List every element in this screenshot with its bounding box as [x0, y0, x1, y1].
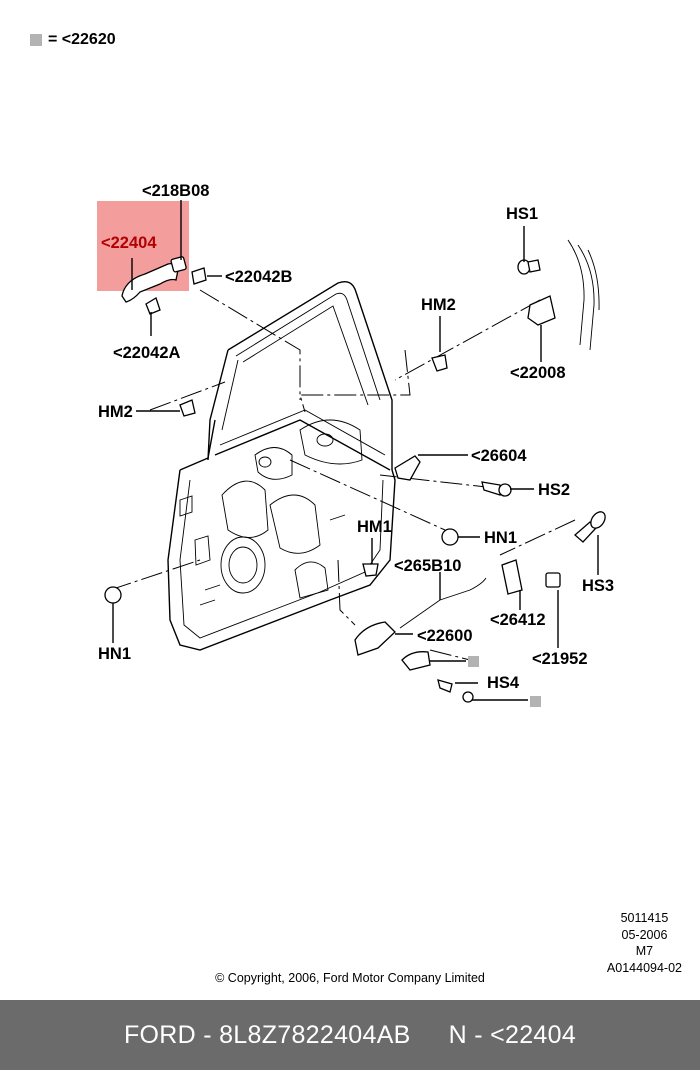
leader-lines [112, 200, 599, 701]
footer-reference: N - <22404 [448, 1020, 577, 1049]
footer-bar: FORD - 8L8Z7822404AB N - <22404 [0, 1000, 700, 1070]
label-21952: <21952 [532, 650, 588, 668]
legend: = <22620 [30, 31, 116, 49]
fastener-hm2-right [431, 354, 448, 372]
marker-22620-icon [468, 656, 479, 667]
label-22404: <22404 [101, 234, 157, 252]
label-22042B: <22042B [225, 268, 293, 286]
screw-hs4 [437, 679, 474, 703]
bolt-hs3 [574, 511, 606, 543]
nut-hn1-left [104, 586, 122, 604]
rod-265B10 [399, 577, 487, 629]
label-hn1-left: HN1 [98, 645, 131, 663]
gasket-22042A [145, 297, 161, 315]
label-22600: <22600 [417, 627, 473, 645]
striker-21952 [545, 572, 561, 588]
bezel-22620 [401, 651, 431, 671]
body-pillar [567, 239, 600, 351]
copyright-text: © Copyright, 2006, Ford Motor Company Li… [215, 971, 485, 985]
hinge-22008 [527, 295, 556, 326]
label-hm2-left: HM2 [98, 403, 133, 421]
legend-swatch-icon [30, 34, 42, 46]
footer-part-number: FORD - 8L8Z7822404AB [123, 1020, 411, 1049]
meta-line: 05-2006 [621, 927, 668, 942]
screw-hs2 [481, 481, 512, 497]
interior-handle-22600 [354, 621, 396, 656]
marker-22620-icon [530, 696, 541, 707]
latch-26412 [501, 559, 523, 595]
label-hs3: HS3 [582, 577, 614, 595]
gasket-22042B [191, 267, 207, 285]
bracket-26604 [394, 455, 421, 481]
label-hn1-right: HN1 [484, 529, 517, 547]
fastener-hm2-left [179, 399, 196, 417]
meta-line: 5011415 [620, 911, 669, 925]
legend-text: = <22620 [48, 31, 116, 48]
bolt-hs1 [517, 259, 541, 275]
label-hs1: HS1 [506, 205, 538, 223]
copyright: © Copyright, 2006, Ford Motor Company Li… [0, 971, 700, 985]
label-265B10: <265B10 [394, 557, 461, 575]
meta-line: A0144094-02 [606, 960, 682, 975]
label-hm2-right: HM2 [421, 296, 456, 314]
nut-hn1-right [441, 528, 459, 546]
drawing-meta: 5011415 05-2006 M7 A0144094-02 [607, 910, 682, 976]
meta-line: M7 [635, 944, 654, 958]
label-22042A: <22042A [113, 344, 181, 362]
clip-hm1 [362, 563, 379, 577]
door-parts-diagram: <218B08 <22404 <22042B <22042A HS1 HM2 <… [97, 182, 614, 707]
label-hm1: HM1 [357, 518, 392, 536]
label-218B08: <218B08 [142, 182, 209, 200]
label-hs4: HS4 [487, 674, 520, 692]
label-26412: <26412 [490, 611, 546, 629]
label-hs2: HS2 [538, 481, 570, 499]
label-26604: <26604 [471, 447, 527, 465]
label-22008: <22008 [510, 364, 566, 382]
exterior-handle-22404 [121, 256, 187, 303]
door-frame [167, 280, 396, 651]
assembly-lines [109, 289, 576, 661]
